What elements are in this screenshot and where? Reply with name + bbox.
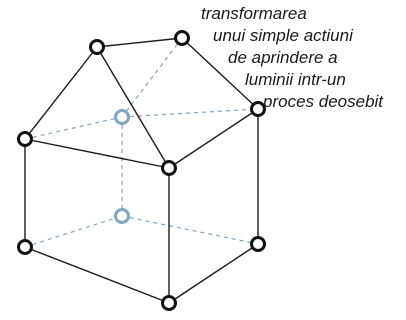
edge-top-left-to-top-front — [24, 138, 170, 169]
node-top-right — [250, 101, 266, 117]
node-roof-right — [174, 30, 190, 46]
edge-bottom-back-to-bottom-right-hidden — [121, 215, 259, 245]
edge-roof-left-to-roof-right — [96, 37, 183, 48]
edge-top-left-to-top-back-hidden — [24, 116, 123, 140]
edge-roof-left-to-top-left — [24, 46, 98, 140]
node-bottom-left — [17, 239, 33, 255]
node-top-back-hidden — [114, 109, 130, 125]
edges-layer — [24, 37, 259, 304]
node-bottom-back-hidden — [114, 208, 130, 224]
edge-roof-right-to-top-right — [181, 37, 259, 110]
node-bottom-front — [161, 295, 177, 311]
edge-top-front-to-top-right — [168, 108, 259, 169]
node-bottom-right — [250, 236, 266, 252]
node-roof-left — [89, 39, 105, 55]
node-top-left — [17, 131, 33, 147]
edge-top-back-to-top-right-hidden — [121, 108, 259, 118]
edge-roof-left-to-top-front — [96, 46, 170, 169]
edge-bottom-front-to-bottom-right — [168, 243, 259, 304]
edge-bottom-left-to-bottom-front — [24, 246, 170, 304]
node-top-front — [161, 160, 177, 176]
edge-bottom-left-to-bottom-back-hidden — [24, 215, 123, 248]
edge-roof-right-to-top-back-hidden — [121, 37, 183, 118]
nodes-layer — [17, 30, 266, 311]
